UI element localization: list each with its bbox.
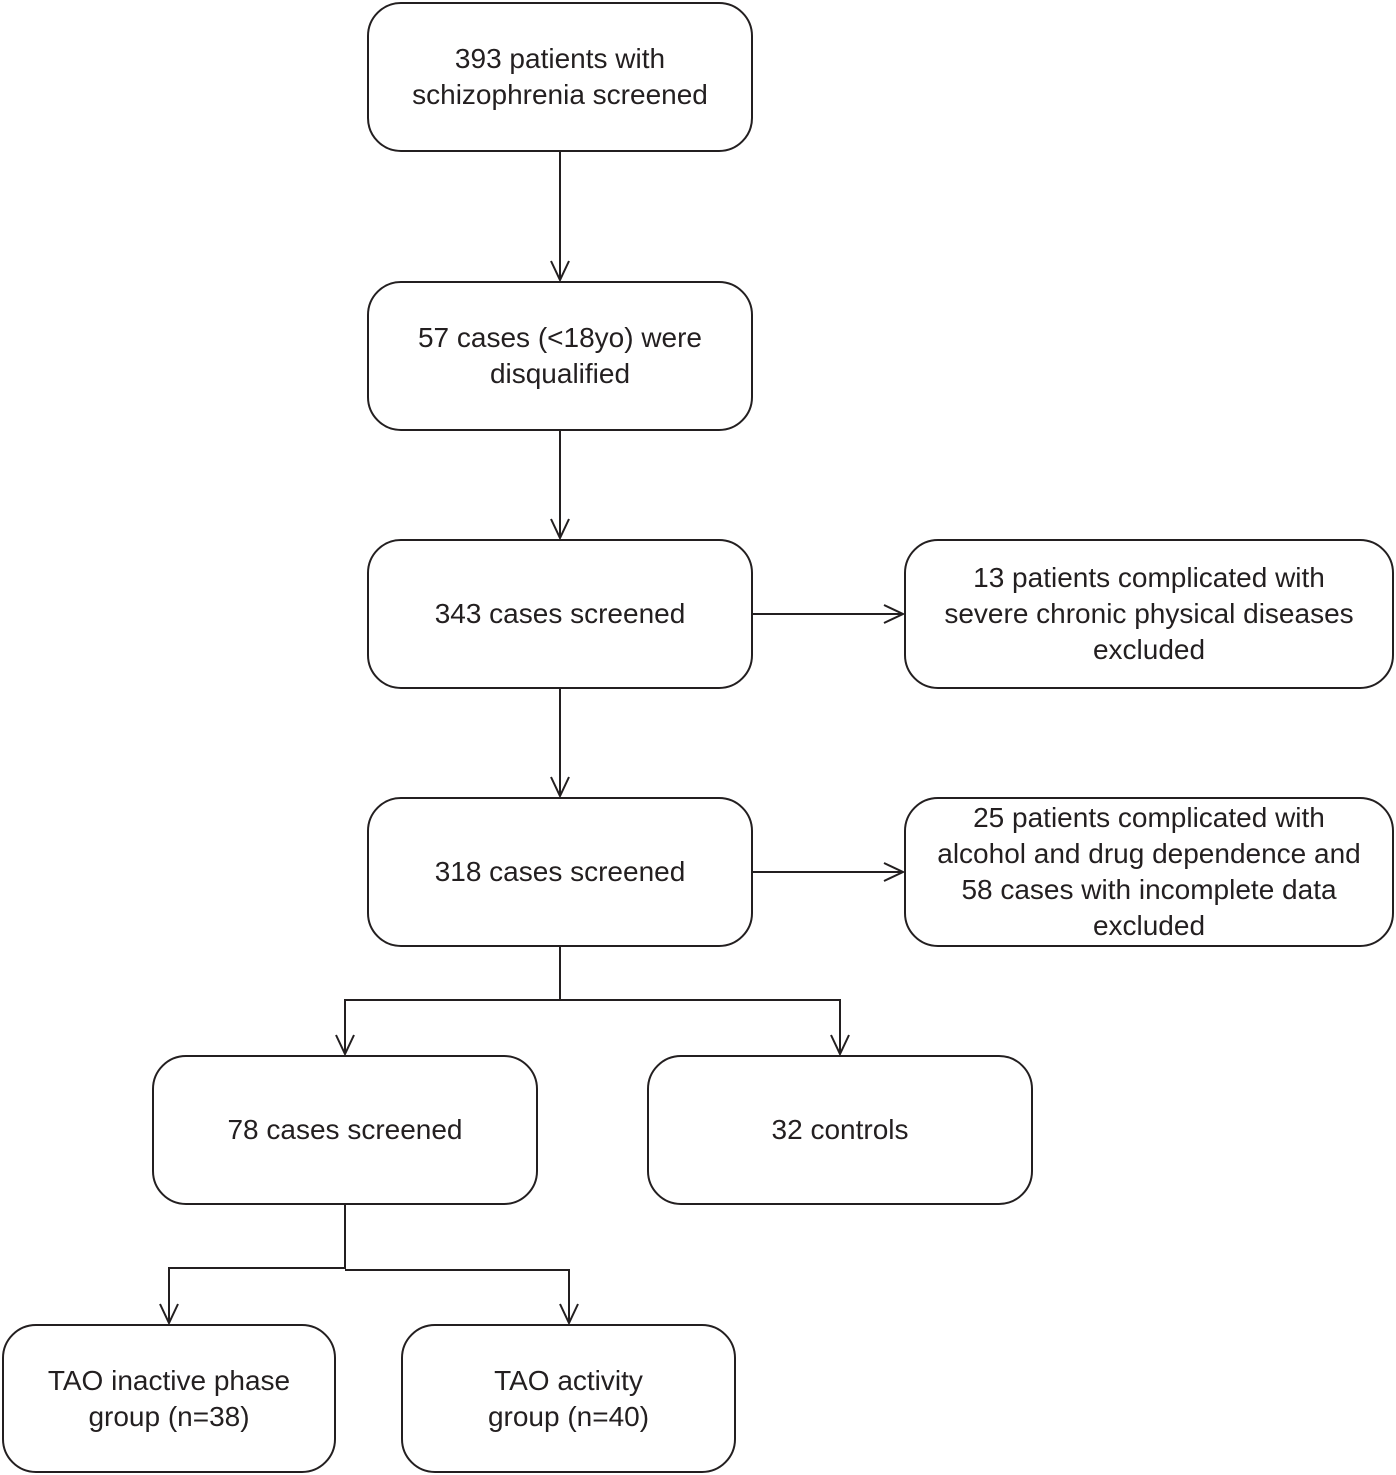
tao-inactive-line-2: group (n=38) [88,1400,250,1432]
connector-318-to-split [344,947,561,1054]
excluded-25-58-box: 25 patients complicated with alcohol and… [904,797,1394,947]
tao-inactive-line-1: TAO inactive phase [47,1364,291,1396]
excluded-13-line-2: severe chronic physical diseases [944,598,1354,629]
excluded-25-58-line-3: 58 cases with incomplete data [961,874,1337,905]
screened-393-line-2: schizophrenia screened [412,79,708,110]
arrowhead [830,1034,850,1057]
screened-343-line-1: 343 cases screened [434,598,686,629]
excluded-13-line-3: excluded [1092,634,1206,665]
connector-318-to-controls [560,999,841,1054]
arrowhead [550,518,570,541]
arrowhead [883,862,906,882]
screened-318-box: 318 cases screened [367,797,753,947]
connector-78-to-inactive [168,1205,346,1323]
screened-78-line-1: 78 cases screened [227,1114,463,1145]
controls-32-line-1: 32 controls [771,1114,909,1145]
arrowhead [335,1034,355,1057]
connector-78-to-active [345,1269,570,1323]
excluded-25-58-line-2: alcohol and drug dependence and [937,838,1361,869]
disqualified-57-line-1: 57 cases (<18yo) were [417,322,703,353]
tao-inactive-box: TAO inactive phase group (n=38) [2,1324,336,1473]
tao-active-box: TAO activity group (n=40) [401,1324,736,1473]
excluded-13-box: 13 patients complicated with severe chro… [904,539,1394,689]
tao-active-line-1: TAO activity [494,1364,643,1396]
arrowhead [550,776,570,799]
disqualified-57-line-2: disqualified [489,358,631,389]
screened-393-line-1: 393 patients with [454,43,666,74]
excluded-13-line-1: 13 patients complicated with [973,562,1325,593]
arrowhead [550,260,570,283]
screened-343-box: 343 cases screened [367,539,753,689]
screened-393-box: 393 patients with schizophrenia screened [367,2,753,152]
screened-78-box: 78 cases screened [152,1055,538,1205]
arrowhead [559,1303,579,1326]
screened-318-line-1: 318 cases screened [434,856,686,887]
tao-active-line-2: group (n=40) [487,1400,650,1432]
excluded-25-58-line-1: 25 patients complicated with [973,802,1325,833]
excluded-25-58-line-4: excluded [1092,910,1206,941]
controls-32-box: 32 controls [647,1055,1033,1205]
arrowhead [883,604,906,624]
disqualified-57-box: 57 cases (<18yo) were disqualified [367,281,753,431]
arrowhead [159,1303,179,1326]
